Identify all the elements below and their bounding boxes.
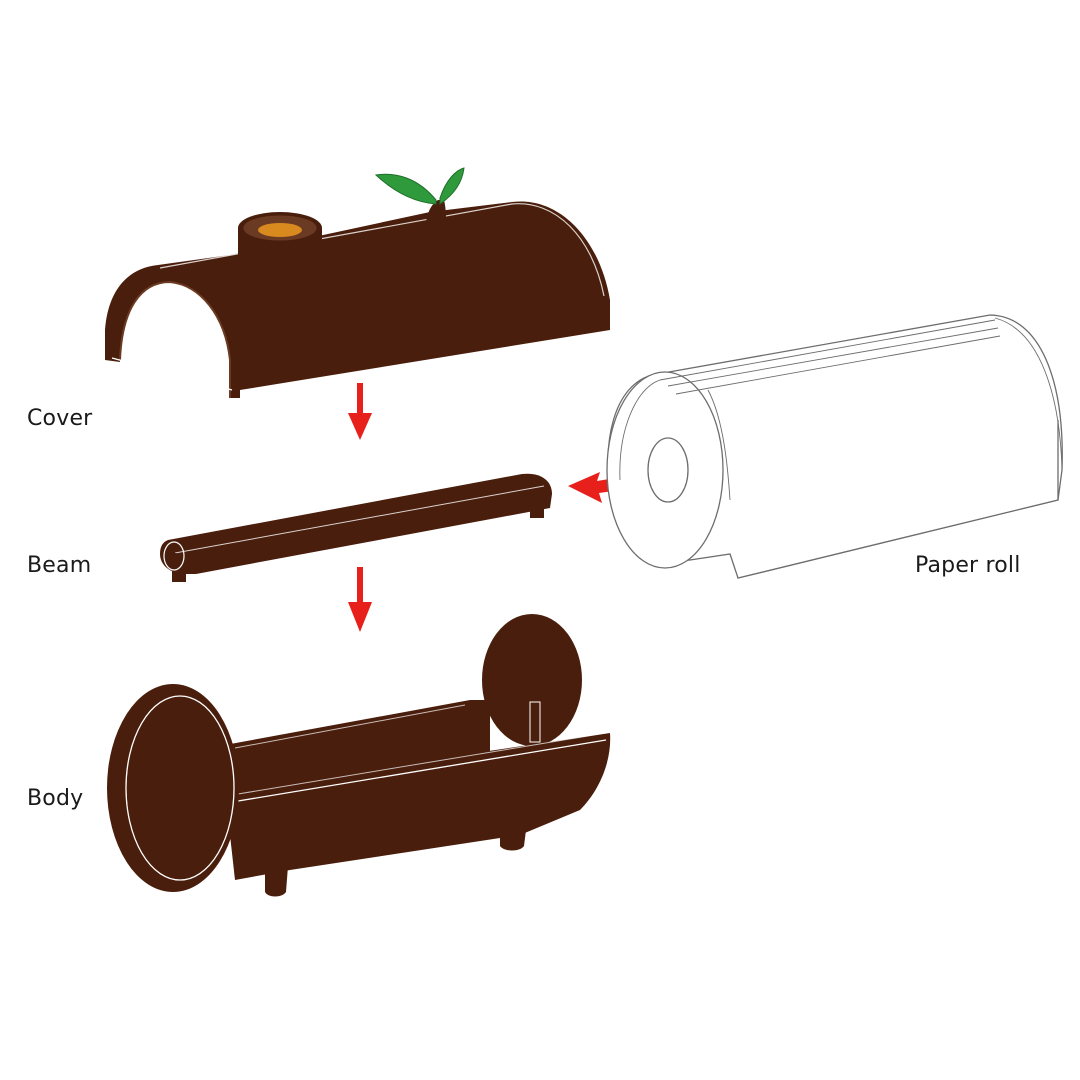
beam-left-end xyxy=(163,541,185,571)
body-foot-right xyxy=(500,830,526,851)
cover-shell xyxy=(105,201,610,398)
body-back-line xyxy=(234,704,466,749)
label-paper-roll: Paper roll xyxy=(915,553,1021,578)
cover-hole-opening xyxy=(258,223,302,237)
beam-left-clip xyxy=(172,552,186,582)
arrow-down-1 xyxy=(348,383,372,440)
paper-roll-core xyxy=(647,437,689,503)
body-trough xyxy=(225,733,611,880)
cover-top-line xyxy=(159,203,605,297)
label-body: Body xyxy=(27,786,84,811)
body-right-cap xyxy=(482,614,582,746)
paper-sheet-front xyxy=(707,389,731,501)
sprout-left-leaf xyxy=(374,173,437,205)
body-peg xyxy=(529,701,541,743)
label-cover: Cover xyxy=(27,406,93,431)
cover-part xyxy=(105,167,610,398)
paper-layer-line-3 xyxy=(675,335,1001,395)
beam-right-clip xyxy=(530,498,544,518)
arrow-down-2 xyxy=(348,567,372,632)
label-beam: Beam xyxy=(27,553,92,578)
body-part xyxy=(107,614,611,897)
body-rim-line xyxy=(231,739,607,803)
beam-highlight xyxy=(174,485,545,554)
paper-roll xyxy=(606,314,1063,579)
paper-layer-line-1 xyxy=(659,319,996,381)
paper-end-ring xyxy=(619,379,661,481)
paper-sheet-edge xyxy=(994,317,1063,471)
paper-layer-line-2 xyxy=(667,327,999,387)
body-left-cap xyxy=(107,684,239,892)
sprout-right-leaf xyxy=(439,167,465,205)
cover-arch-inner xyxy=(119,280,231,398)
cover-edge-line xyxy=(111,357,233,391)
body-rim-line-2 xyxy=(231,732,607,796)
beam-part xyxy=(160,473,552,582)
body-foot-left xyxy=(265,866,288,897)
body-left-cap-rim xyxy=(125,695,235,881)
sprout-stem xyxy=(426,200,446,224)
beam-rod xyxy=(160,473,552,574)
